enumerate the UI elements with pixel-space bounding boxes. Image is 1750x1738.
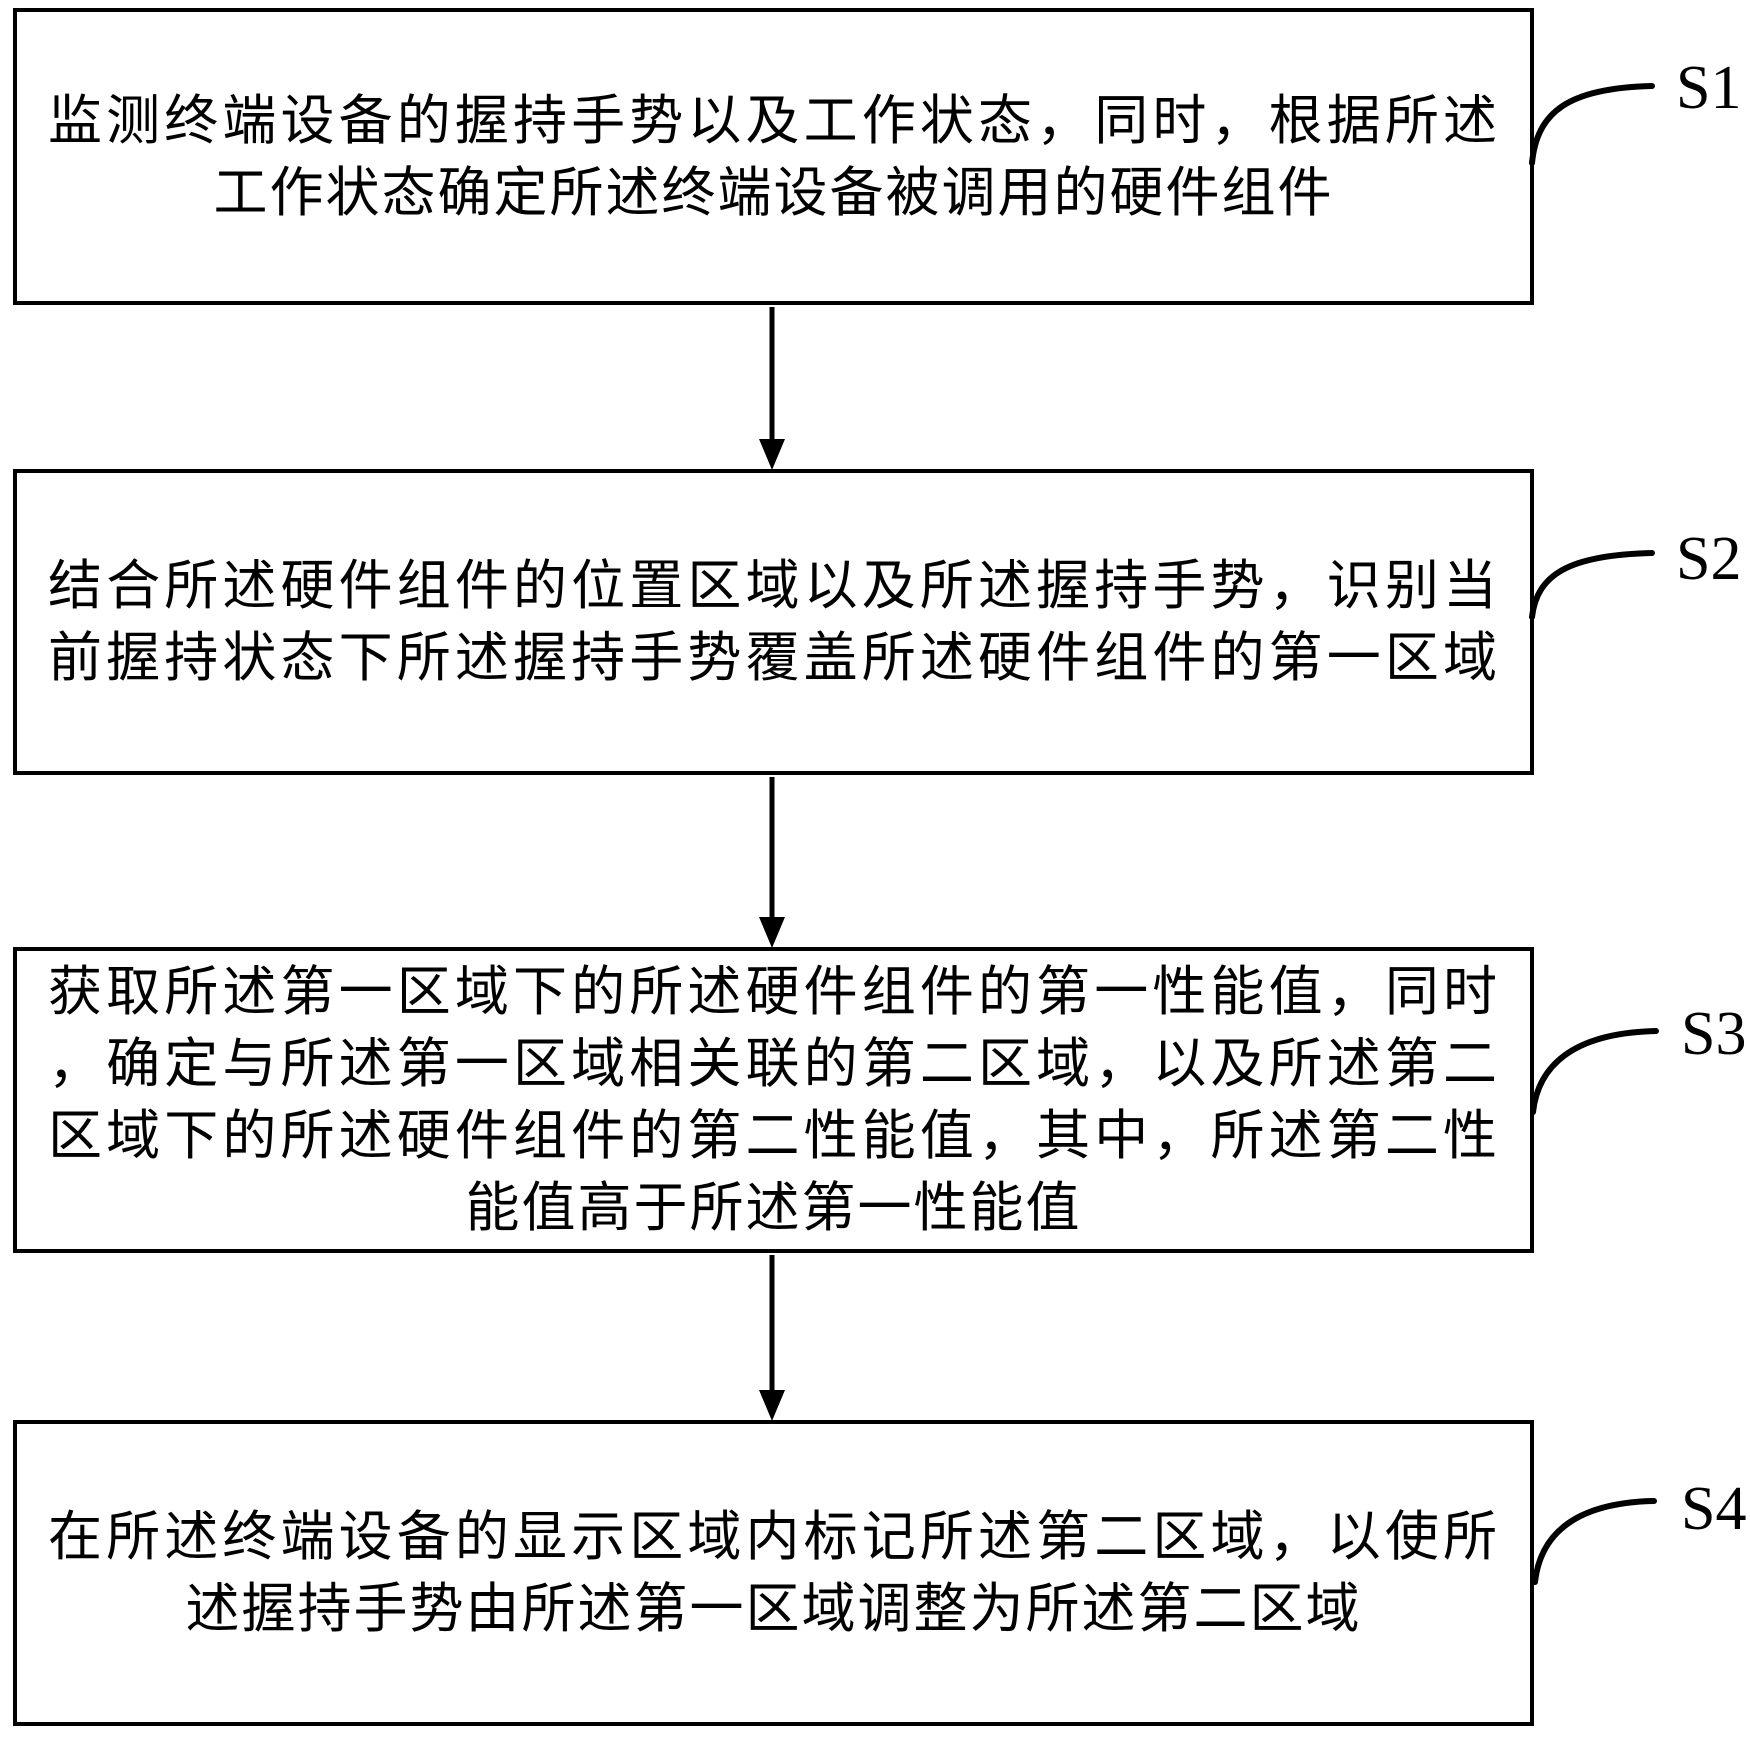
- step-1-text-line-2: 工作状态确定所述终端设备被调用的硬件组件: [213, 162, 1334, 223]
- flow-arrow-2-head: [759, 917, 785, 948]
- step-3-text-line-1: 获取所述第一区域下的所述硬件组件的第一性能值，同时: [48, 962, 1499, 1022]
- step-2-text-line-2: 前握持状态下所述握持手势覆盖所述硬件组件的第一区域: [48, 628, 1499, 688]
- step-3-text-line-2: ，确定与所述第一区域相关联的第二区域，以及所述第二: [48, 1034, 1499, 1094]
- step-4-label: S4: [1681, 1475, 1747, 1543]
- flow-arrow-1-head: [759, 439, 785, 470]
- step-3-text-line-3: 区域下的所述硬件组件的第二性能值，其中，所述第二性: [48, 1106, 1499, 1166]
- step-1-box: 监测终端设备的握持手势以及工作状态，同时，根据所述 工作状态确定所述终端设备被调…: [13, 8, 1534, 305]
- flow-arrow-3-head: [759, 1390, 785, 1421]
- leader-curve-s3: [1530, 1028, 1659, 1115]
- leader-curve-s4: [1532, 1498, 1657, 1585]
- leader-curve-s1: [1529, 83, 1655, 166]
- step-3-label: S3: [1681, 1000, 1747, 1068]
- step-1-label: S1: [1676, 54, 1742, 122]
- step-1-text-line-1: 监测终端设备的握持手势以及工作状态，同时，根据所述: [48, 90, 1499, 151]
- step-4-text-line-2: 述握持手势由所述第一区域调整为所述第二区域: [185, 1579, 1362, 1639]
- step-3-text-line-4: 能值高于所述第一性能值: [465, 1178, 1082, 1238]
- step-4-text-line-1: 在所述终端设备的显示区域内标记所述第二区域，以使所: [48, 1507, 1499, 1567]
- step-2-text-line-1: 结合所述硬件组件的位置区域以及所述握持手势，识别当: [48, 556, 1499, 616]
- step-2-label: S2: [1676, 525, 1742, 593]
- leader-curve-s2: [1529, 550, 1655, 620]
- step-3-box: 获取所述第一区域下的所述硬件组件的第一性能值，同时 ，确定与所述第一区域相关联的…: [13, 947, 1534, 1253]
- step-4-box: 在所述终端设备的显示区域内标记所述第二区域，以使所 述握持手势由所述第一区域调整…: [13, 1420, 1534, 1726]
- step-2-box: 结合所述硬件组件的位置区域以及所述握持手势，识别当 前握持状态下所述握持手势覆盖…: [13, 469, 1534, 775]
